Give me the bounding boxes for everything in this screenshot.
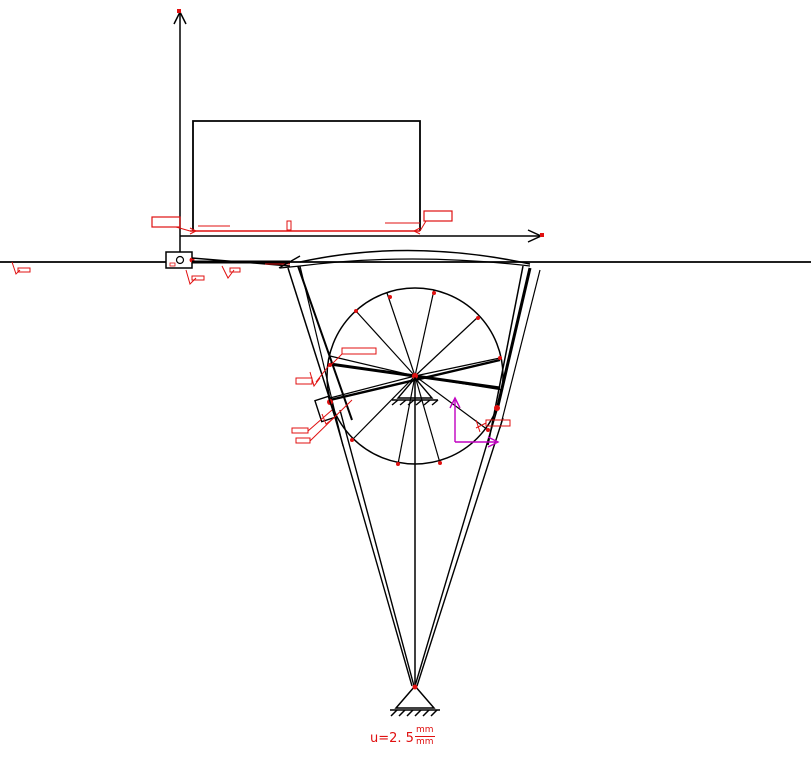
lower-links xyxy=(329,376,504,687)
slider-block xyxy=(165,251,195,269)
bottom-pivot xyxy=(390,684,440,717)
label-box-right xyxy=(423,210,453,222)
coordinate-axes xyxy=(173,10,543,262)
label-box-left xyxy=(151,216,181,228)
envelope-rectangle xyxy=(192,120,421,231)
stroke-dimension xyxy=(189,220,421,235)
scale-label: u=2. 5 mm mm xyxy=(370,726,435,747)
wheel-spokes xyxy=(329,289,504,465)
coupler-links xyxy=(191,255,301,269)
arm-slider xyxy=(314,395,336,423)
wheel-rim xyxy=(326,287,504,465)
scale-value: u=2. 5 xyxy=(370,731,414,746)
wheel-points xyxy=(327,291,502,466)
center-support xyxy=(391,376,439,406)
scale-unit-fraction: mm mm xyxy=(414,725,435,747)
scale-unit-denominator: mm xyxy=(415,737,434,747)
local-frame-axes xyxy=(449,396,500,448)
x-axis-tip-marker xyxy=(540,233,544,237)
y-axis-tip-marker xyxy=(177,9,181,13)
annotation-marks xyxy=(11,261,511,444)
upper-arcs xyxy=(279,249,531,269)
scale-unit-numerator: mm xyxy=(414,725,435,737)
